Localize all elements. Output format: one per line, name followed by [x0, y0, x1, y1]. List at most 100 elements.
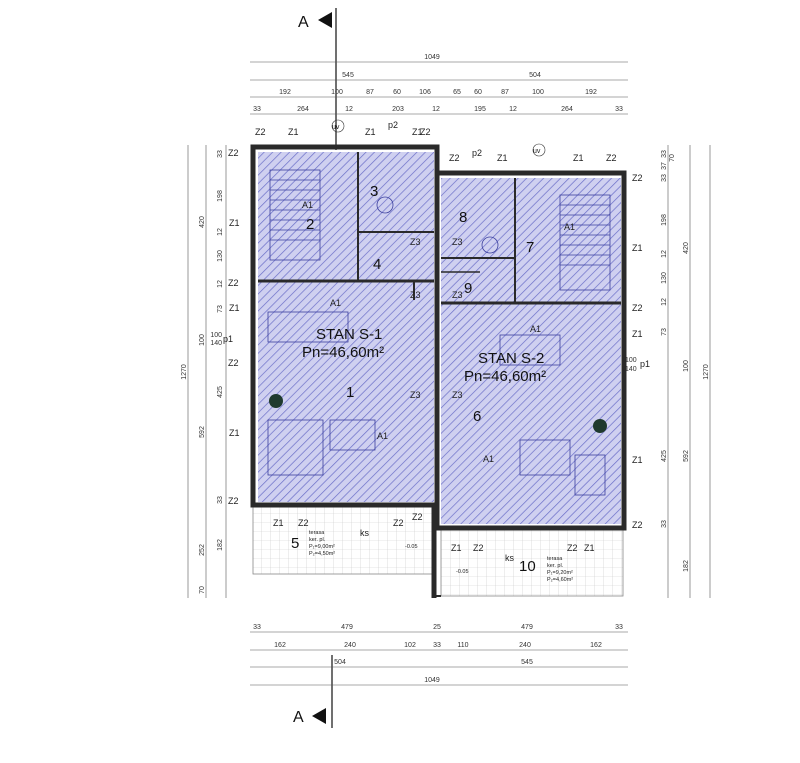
- svg-text:-0.05: -0.05: [456, 569, 469, 575]
- svg-text:264: 264: [297, 106, 309, 113]
- svg-text:Z2: Z2: [632, 520, 643, 530]
- svg-text:479: 479: [341, 624, 353, 631]
- svg-text:33: 33: [661, 520, 668, 528]
- svg-text:182: 182: [683, 560, 690, 572]
- svg-text:110: 110: [457, 642, 468, 649]
- svg-text:198: 198: [217, 190, 224, 202]
- apartment-s1-name: STAN S-1: [316, 326, 382, 343]
- svg-text:Z2: Z2: [228, 358, 239, 368]
- dim-left-outer: 420 100 592 252 70: [199, 216, 206, 594]
- svg-text:terasa: terasa: [547, 556, 563, 562]
- apartment-s2-floor: [441, 178, 621, 524]
- svg-text:Z1: Z1: [229, 303, 240, 313]
- svg-text:12: 12: [345, 106, 353, 113]
- svg-text:A1: A1: [377, 431, 388, 441]
- svg-text:70: 70: [669, 154, 676, 162]
- svg-text:Z2: Z2: [567, 543, 578, 553]
- tags-z2: Z2 Z2 Z2 Z2 Z2 Z2 Z2 Z2 Z2 Z2 Z2 Z2 Z2 Z…: [228, 127, 643, 553]
- apartment-s2-area: Pn=46,60m²: [464, 368, 546, 385]
- svg-text:Z3: Z3: [410, 290, 421, 300]
- svg-text:Z2: Z2: [632, 303, 643, 313]
- svg-text:Z2: Z2: [412, 512, 423, 522]
- svg-text:Z2: Z2: [449, 153, 460, 163]
- svg-text:130: 130: [661, 272, 668, 284]
- svg-text:25: 25: [433, 624, 441, 631]
- svg-text:192: 192: [585, 89, 597, 96]
- svg-text:Z1: Z1: [412, 127, 423, 137]
- svg-text:12: 12: [661, 250, 668, 258]
- svg-text:Z1: Z1: [288, 127, 299, 137]
- svg-text:106: 106: [419, 89, 431, 96]
- column-s2: [593, 419, 607, 433]
- dim-bottom-504: 504: [334, 659, 346, 666]
- svg-text:12: 12: [432, 106, 440, 113]
- svg-text:33: 33: [661, 174, 668, 182]
- svg-text:ker. pl.: ker. pl.: [309, 537, 326, 543]
- apartment-s1-area: Pn=46,60m²: [302, 344, 384, 361]
- svg-text:P₂=4,50m²: P₂=4,50m²: [309, 551, 335, 557]
- svg-text:420: 420: [683, 242, 690, 254]
- svg-text:100: 100: [331, 89, 343, 96]
- dim-right-total: 1270: [703, 364, 710, 380]
- dim-left-total: 1270: [181, 364, 188, 380]
- terrace-s2: [440, 527, 624, 597]
- svg-text:33: 33: [217, 150, 224, 158]
- dim-top-row2: 192 100 87 60 106 65 60 87 100 192: [279, 89, 597, 96]
- svg-text:192: 192: [279, 89, 291, 96]
- svg-text:uv: uv: [332, 124, 340, 131]
- tags-other: uv uv p1 p1 p2 p2 ks ks: [223, 119, 650, 563]
- svg-text:p1: p1: [640, 359, 650, 369]
- svg-text:ks: ks: [360, 528, 370, 538]
- svg-text:Z2: Z2: [393, 518, 404, 528]
- svg-text:33: 33: [433, 642, 441, 649]
- svg-text:479: 479: [521, 624, 533, 631]
- svg-text:73: 73: [661, 328, 668, 336]
- svg-text:A1: A1: [302, 200, 313, 210]
- svg-text:252: 252: [199, 544, 206, 556]
- svg-text:240: 240: [344, 642, 356, 649]
- apartment-s2-name: STAN S-2: [478, 350, 544, 367]
- section-label-bottom: A: [293, 709, 304, 726]
- room-7: 7: [526, 239, 534, 256]
- svg-text:Z2: Z2: [228, 278, 239, 288]
- svg-text:Z2: Z2: [255, 127, 266, 137]
- svg-text:12: 12: [509, 106, 517, 113]
- svg-text:Z1: Z1: [365, 127, 376, 137]
- svg-text:592: 592: [199, 426, 206, 438]
- right-dimensions: [667, 145, 711, 598]
- svg-text:Z1: Z1: [584, 543, 595, 553]
- svg-text:65: 65: [453, 89, 461, 96]
- dim-left-inner: 33 198 12 130 12 73 100 140 425 33 182: [210, 150, 224, 551]
- svg-text:60: 60: [474, 89, 482, 96]
- svg-text:240: 240: [519, 642, 531, 649]
- section-marker-top: A: [298, 8, 337, 150]
- svg-text:33: 33: [217, 496, 224, 504]
- svg-text:100: 100: [532, 89, 544, 96]
- svg-text:195: 195: [474, 106, 486, 113]
- svg-text:Z1: Z1: [632, 243, 643, 253]
- svg-text:592: 592: [683, 450, 690, 462]
- bottom-dimensions: [250, 631, 628, 686]
- dim-top-total: 1049: [424, 54, 440, 61]
- svg-text:Z3: Z3: [410, 390, 421, 400]
- dim-bottom-total: 1049: [424, 677, 440, 684]
- svg-text:12: 12: [217, 228, 224, 236]
- dim-bottom-row2: 162 240 102 33 110 240 162: [274, 642, 602, 649]
- svg-text:Z1: Z1: [632, 329, 643, 339]
- svg-text:33: 33: [615, 106, 623, 113]
- room-numbers: 1 2 3 4 5 6 7 8 9 10: [291, 183, 536, 575]
- top-dimensions: [250, 61, 628, 115]
- tags-a1: A1 A1 A1 A1 A1 A1: [302, 200, 575, 464]
- svg-text:140: 140: [210, 340, 222, 347]
- dim-bottom-545: 545: [521, 659, 533, 666]
- svg-text:182: 182: [217, 539, 224, 551]
- svg-text:Z3: Z3: [452, 390, 463, 400]
- section-label-top: A: [298, 14, 309, 31]
- svg-text:100: 100: [683, 360, 690, 372]
- svg-text:Z2: Z2: [632, 173, 643, 183]
- column-s1: [269, 394, 283, 408]
- room-8: 8: [459, 209, 467, 226]
- dim-bottom-row1: 33 479 25 479 33: [253, 624, 623, 631]
- svg-text:Z1: Z1: [273, 518, 284, 528]
- svg-text:130: 130: [217, 250, 224, 262]
